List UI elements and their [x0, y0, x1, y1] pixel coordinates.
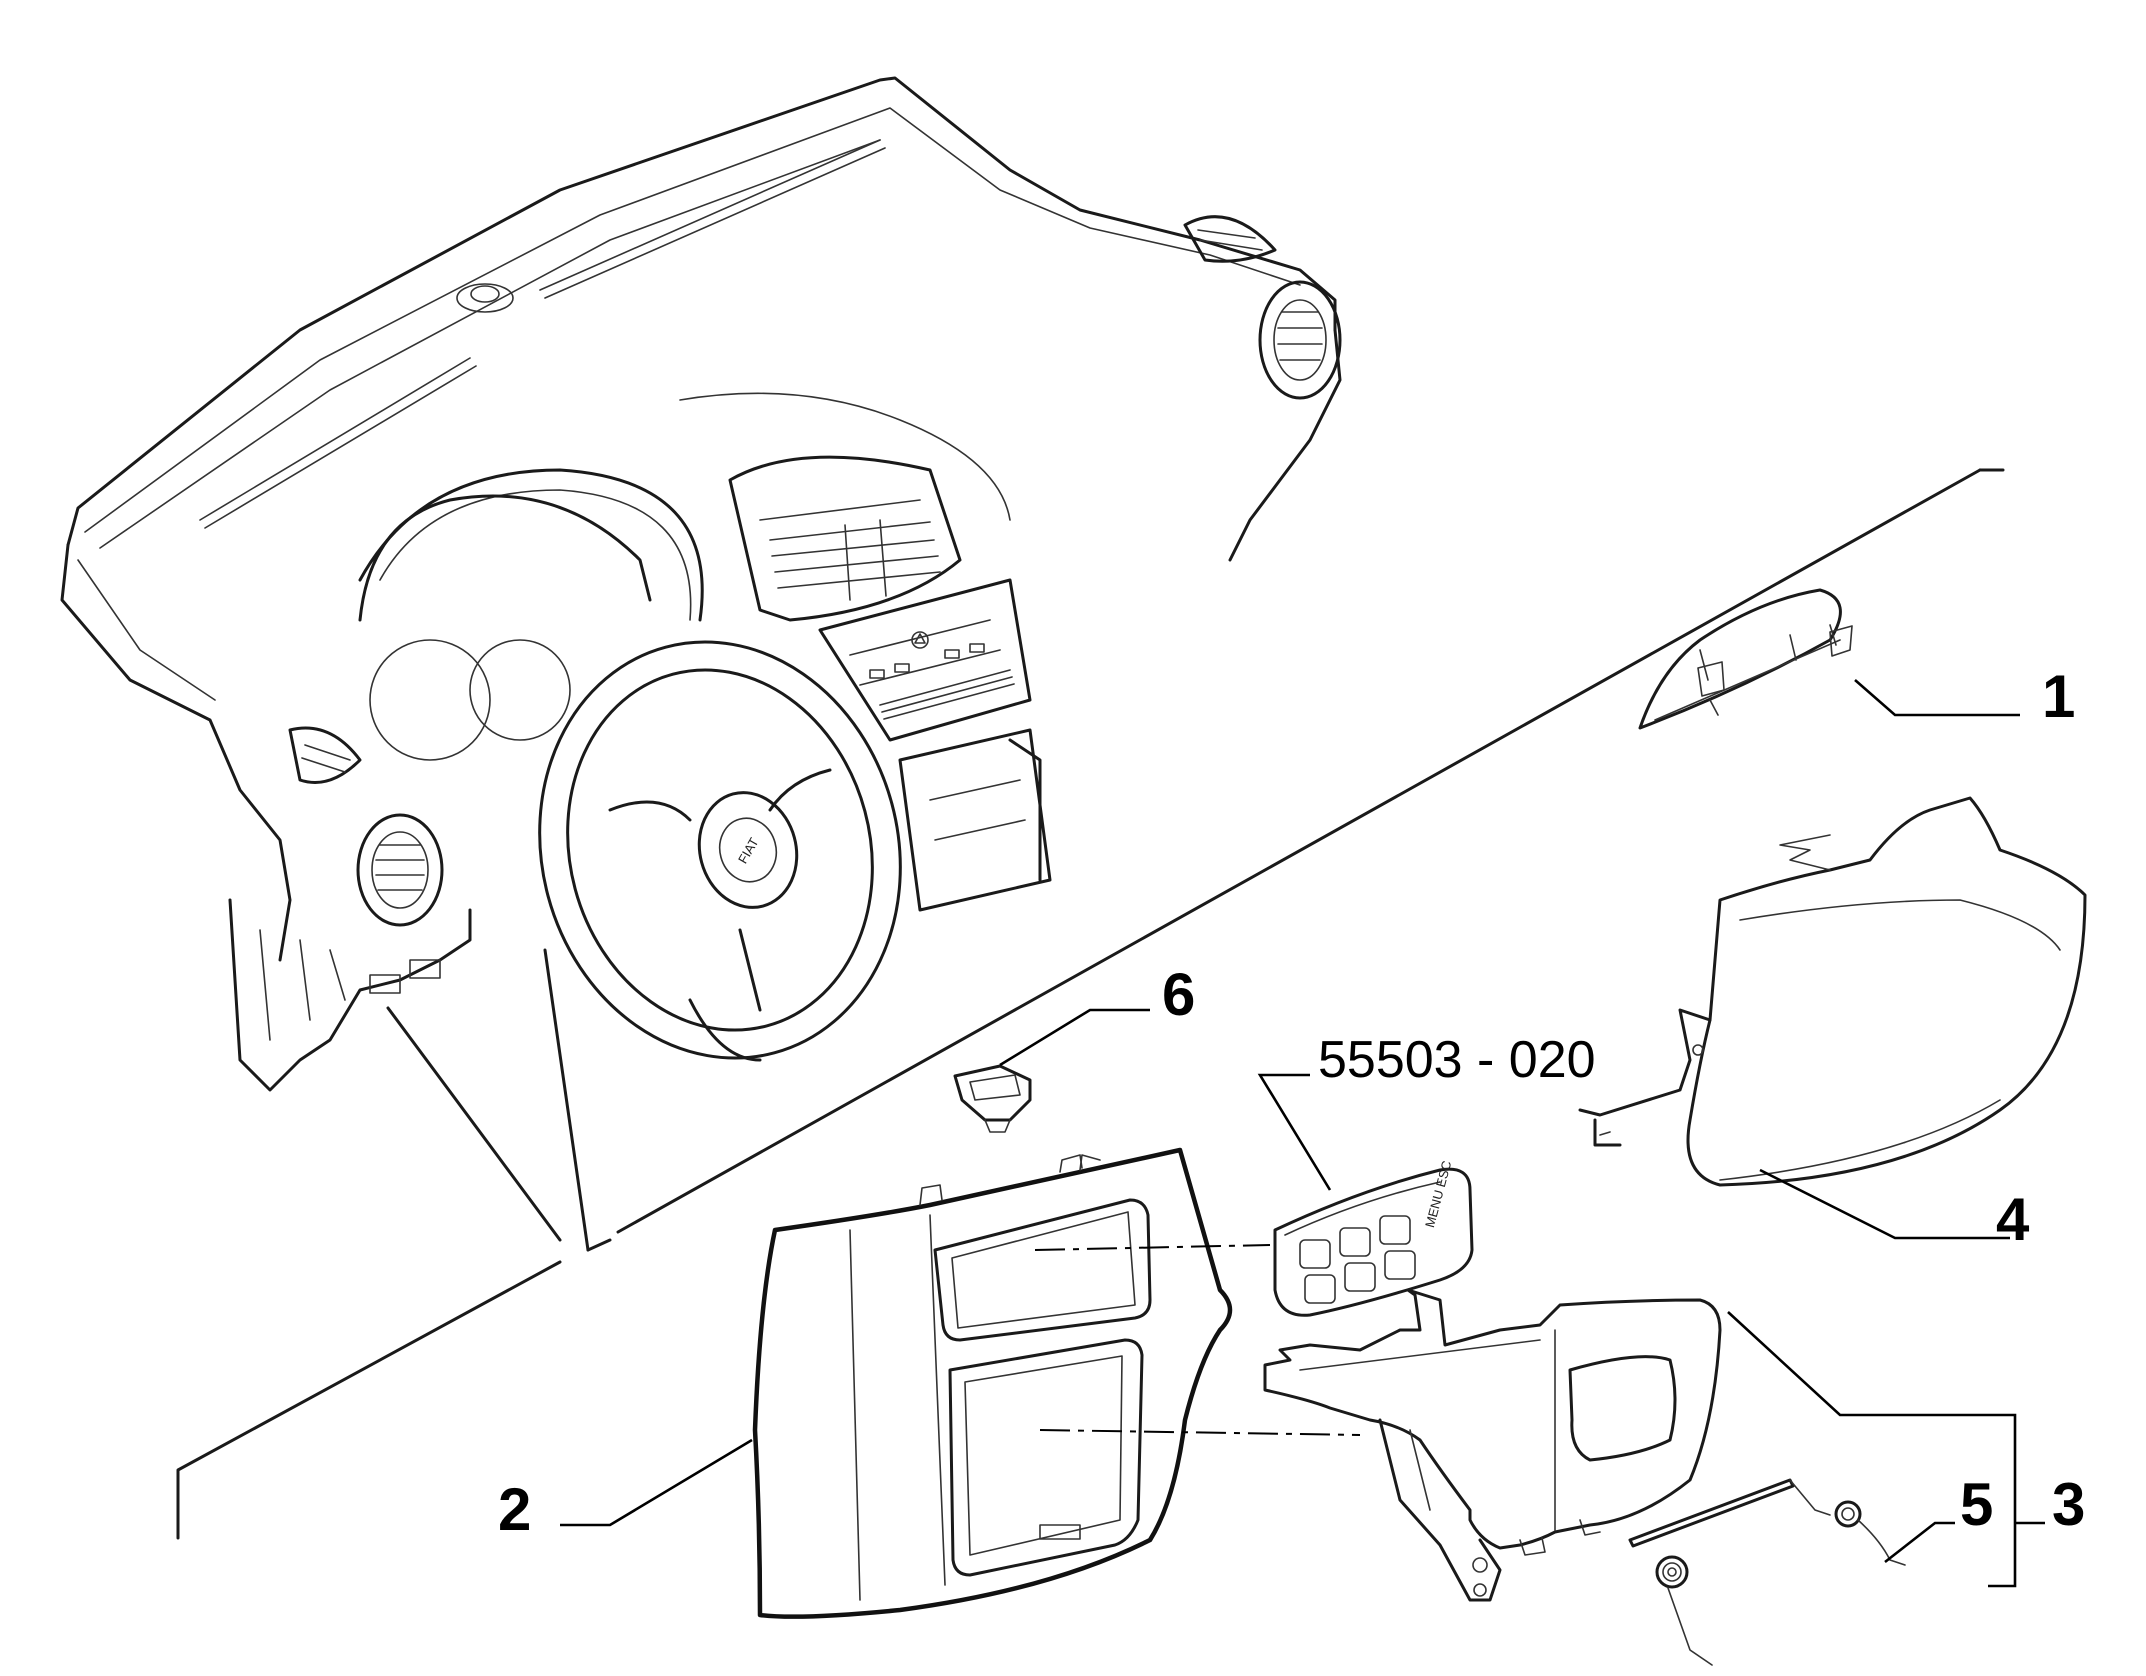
alignment-lines — [1034, 1244, 1361, 1436]
switch-panel-text: MENU ESC — [1422, 1159, 1454, 1229]
callout-5: 5 — [1960, 1471, 1993, 1538]
part-5-springs — [1628, 1478, 1906, 1666]
leader-part-number — [1257, 1073, 1332, 1191]
align-line-upper — [1034, 1244, 1271, 1251]
light-switch-module: MENU ESC — [1273, 1159, 1474, 1317]
assembly-boundary — [176, 468, 2005, 1540]
callout-4: 4 — [1996, 1186, 2030, 1253]
callout-labels: 1 2 3 4 5 6 55503 - 020 — [498, 663, 2085, 1543]
callout-6: 6 — [1162, 961, 1195, 1028]
callout-2: 2 — [498, 1476, 531, 1543]
part-4-column-shroud — [1578, 796, 2087, 1187]
steering-wheel-logo-text: FIAT — [735, 835, 762, 866]
callout-3: 3 — [2052, 1471, 2085, 1538]
leader-lines — [560, 679, 2045, 1588]
part-number-label: 55503 - 020 — [1318, 1031, 1596, 1089]
part-2-lower-panel — [752, 1147, 1233, 1619]
dashboard-assembly: FIAT — [60, 76, 1342, 1252]
callout-1: 1 — [2042, 663, 2075, 730]
part-3-column-bracket — [1263, 1288, 1722, 1602]
align-line-lower — [1039, 1429, 1361, 1436]
steering-wheel: FIAT — [538, 640, 902, 1062]
leader-2 — [560, 1438, 753, 1527]
leader-1 — [1854, 679, 2020, 717]
leader-6 — [999, 1008, 1150, 1067]
leader-5 — [1884, 1521, 1955, 1564]
part-6-clip — [953, 1064, 1032, 1133]
leader-3-bracket — [1727, 1311, 2017, 1588]
leader-4 — [1759, 1168, 2010, 1240]
part-1-column-trim — [1638, 588, 1853, 730]
